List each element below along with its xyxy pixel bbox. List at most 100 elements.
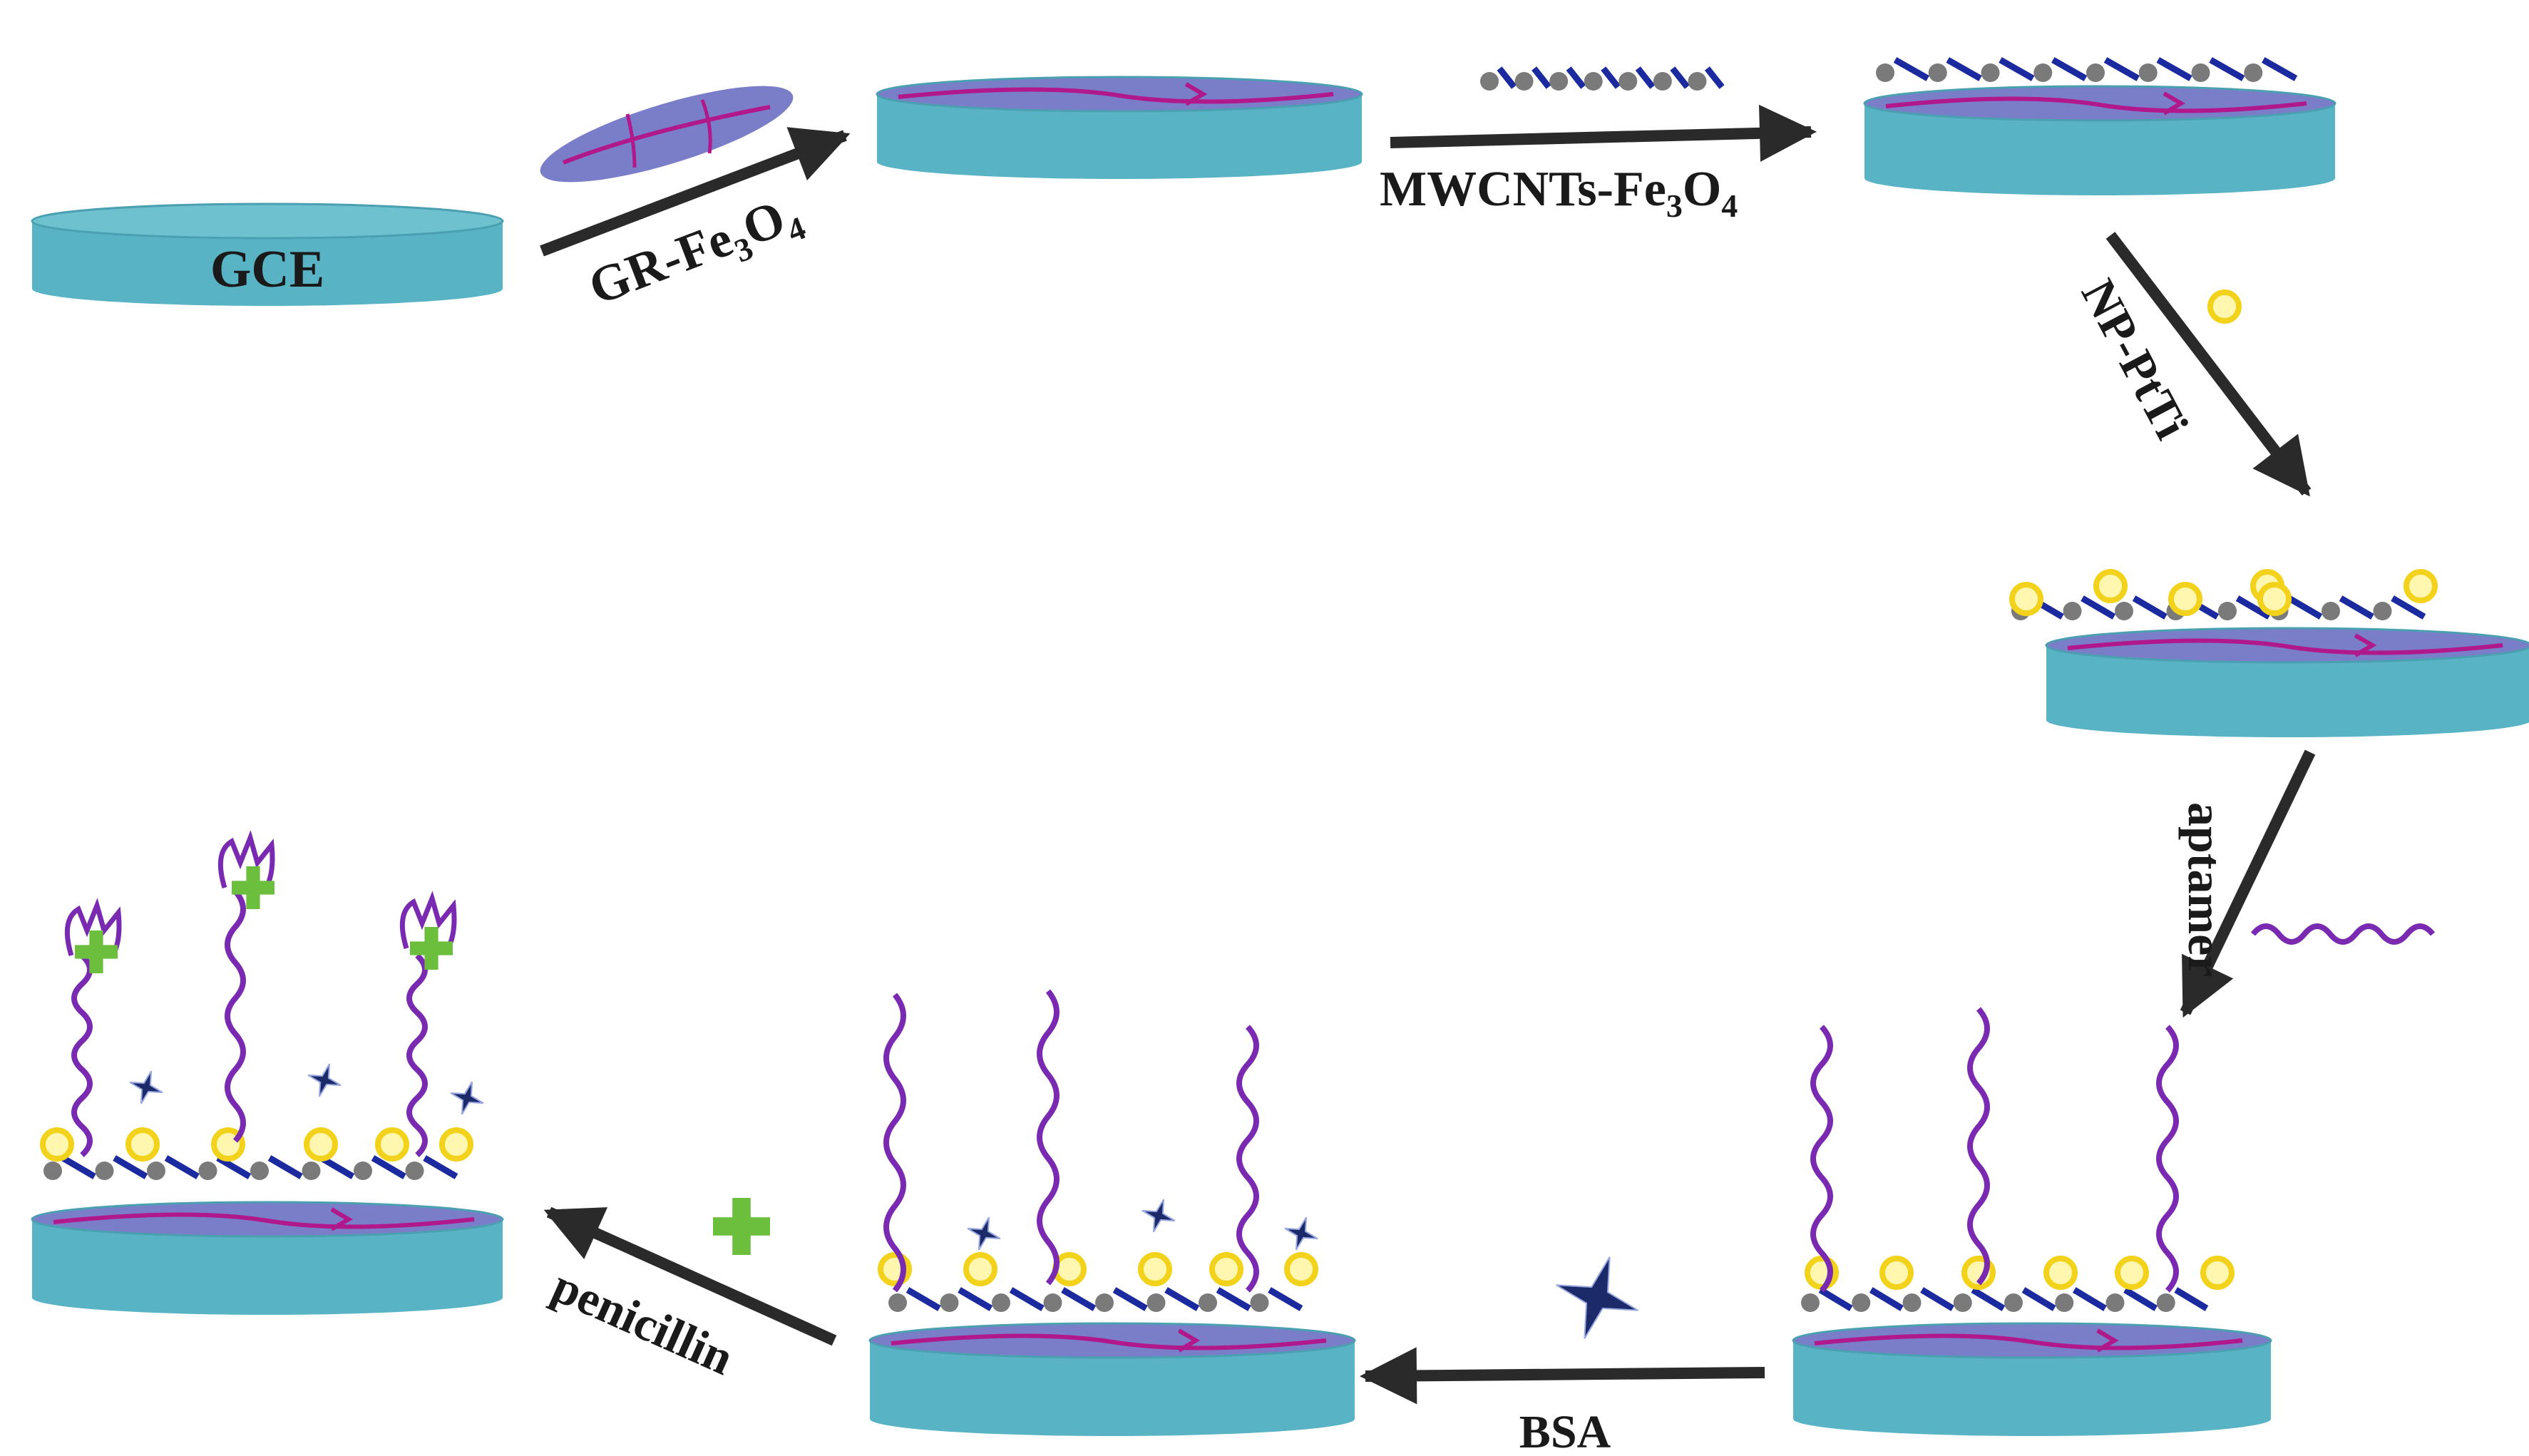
cnt-rod <box>216 1155 252 1179</box>
graphene-line <box>2067 638 2503 655</box>
graphene-line <box>53 1212 475 1229</box>
electrode-label: GCE <box>210 240 324 299</box>
cnt-rod <box>267 1155 303 1179</box>
aptamer-strand-icon <box>1810 1025 1833 1293</box>
cnt-bead <box>2244 63 2263 82</box>
cnt-bead <box>1146 1293 1166 1312</box>
cnt-rod <box>2287 595 2323 620</box>
bsa-star-icon <box>967 1216 1001 1251</box>
cnt-bead <box>2086 63 2105 82</box>
electrode-cnt <box>1863 57 2336 195</box>
penicillin-cross-arm <box>75 945 118 959</box>
graphene-line <box>891 1333 1327 1350</box>
cnt-rod <box>2339 595 2374 620</box>
cnt-rod <box>1999 57 2035 81</box>
aptamer-strand-icon <box>225 889 246 1143</box>
cnt-rod <box>1009 1287 1045 1311</box>
graphene-arrowhead <box>330 1207 353 1231</box>
cnt-bead <box>2373 602 2392 620</box>
step-label-np-ptti: NP-PtTi <box>2071 270 2200 447</box>
nanoparticle-icon <box>2200 1256 2235 1290</box>
cnt-rod <box>1635 66 1656 89</box>
cnt-rod <box>113 1155 148 1179</box>
nanoparticle-icon <box>439 1127 473 1162</box>
cnt-bead <box>1199 1293 1217 1312</box>
cnt-rod <box>1893 57 1929 81</box>
cnt-rod <box>2391 595 2426 620</box>
cnt-bead <box>95 1162 114 1180</box>
cnt-bead <box>1688 72 1707 91</box>
cnt-rod <box>958 1287 993 1311</box>
nanoparticle-icon <box>2257 582 2292 616</box>
cnt-bead <box>992 1293 1010 1312</box>
cnt-rod <box>164 1155 200 1179</box>
cnt-bead <box>2115 602 2133 620</box>
cnt-rod <box>61 1155 96 1179</box>
cnt-rod <box>1497 66 1517 89</box>
cnt-bead <box>1250 1293 1269 1312</box>
cnt-rod <box>319 1155 355 1179</box>
nanoparticle-icon <box>125 1127 160 1162</box>
step-label-mwcnts-fe3o4: MWCNTs-Fe3O4 <box>1380 162 1738 224</box>
cnt-rod <box>371 1155 406 1179</box>
graphene-line <box>625 113 637 168</box>
nanoparticle-icon <box>375 1127 409 1162</box>
cnt-bead <box>2063 602 2082 620</box>
nanoparticle-icon <box>2207 289 2242 324</box>
cnt-rod <box>2123 1287 2158 1311</box>
cnt-rod <box>1061 1287 1097 1311</box>
nanoparticle-icon <box>1879 1256 1914 1290</box>
nanoparticle-icon <box>2009 582 2043 616</box>
electrode-bottom <box>870 1402 1355 1436</box>
aptamer-strand-icon <box>1236 1025 1259 1293</box>
cnt-bead <box>1514 72 1534 91</box>
electrode-aptamer <box>1792 1007 2272 1436</box>
cnt-bead <box>2033 63 2053 82</box>
arrow-step-2 <box>1390 104 1817 162</box>
cnt-chain-icon <box>1480 66 1725 91</box>
step-label-penicillin: penicillin <box>545 1258 742 1385</box>
nanoparticle-icon <box>963 1252 997 1286</box>
cnt-rod <box>1112 1287 1148 1311</box>
bsa-star-icon <box>1142 1199 1176 1233</box>
cnt-bead <box>2004 1293 2023 1312</box>
arrow-step-3 <box>2105 232 2312 497</box>
cnt-bead <box>2322 602 2340 620</box>
electrode-bottom <box>32 1281 503 1315</box>
nanoparticle-icon <box>1209 1252 1243 1286</box>
cnt-bead <box>1876 63 1894 82</box>
step-label-bsa: BSA <box>1519 1406 1611 1456</box>
arrow-step-5 <box>1360 1347 1765 1405</box>
cnt-rod <box>1566 66 1586 89</box>
nanoparticle-icon <box>2043 1256 2078 1290</box>
cnt-rod <box>2209 57 2245 81</box>
nanoparticle-icon <box>304 1127 338 1162</box>
cnt-bead <box>2156 1293 2175 1312</box>
electrode-bsa <box>868 989 1356 1436</box>
cnt-bead <box>1584 72 1603 91</box>
cnt-bead <box>2105 1293 2125 1312</box>
bsa-star-icon <box>450 1081 484 1115</box>
cnt-rod <box>2103 57 2140 81</box>
cnt-rod <box>1818 1287 1853 1311</box>
cnt-rod <box>906 1287 941 1311</box>
cnt-rod <box>2072 1287 2107 1311</box>
cnt-bead <box>1953 1293 1972 1312</box>
electrode-nanoparticle <box>2009 569 2529 737</box>
electrode-bottom <box>1864 161 2335 195</box>
cnt-bead <box>354 1162 372 1180</box>
cnt-rod <box>1946 57 1982 81</box>
cnt-rod <box>2156 57 2192 81</box>
cnt-bead <box>250 1162 269 1180</box>
cnt-rod <box>2081 595 2116 620</box>
graphene-sheet-body <box>540 86 794 183</box>
cnt-bead <box>302 1162 321 1180</box>
cnt-bead <box>198 1162 217 1180</box>
cnt-bead <box>1653 72 1672 91</box>
aptamer-strand-floating <box>2250 923 2436 945</box>
graphene-arrowhead <box>2354 633 2377 657</box>
electrode-bottom <box>877 145 1362 179</box>
cnt-rod <box>1532 66 1551 89</box>
step-label-aptamer: aptamer <box>2178 802 2232 977</box>
nanoparticle-icon <box>2168 582 2202 616</box>
